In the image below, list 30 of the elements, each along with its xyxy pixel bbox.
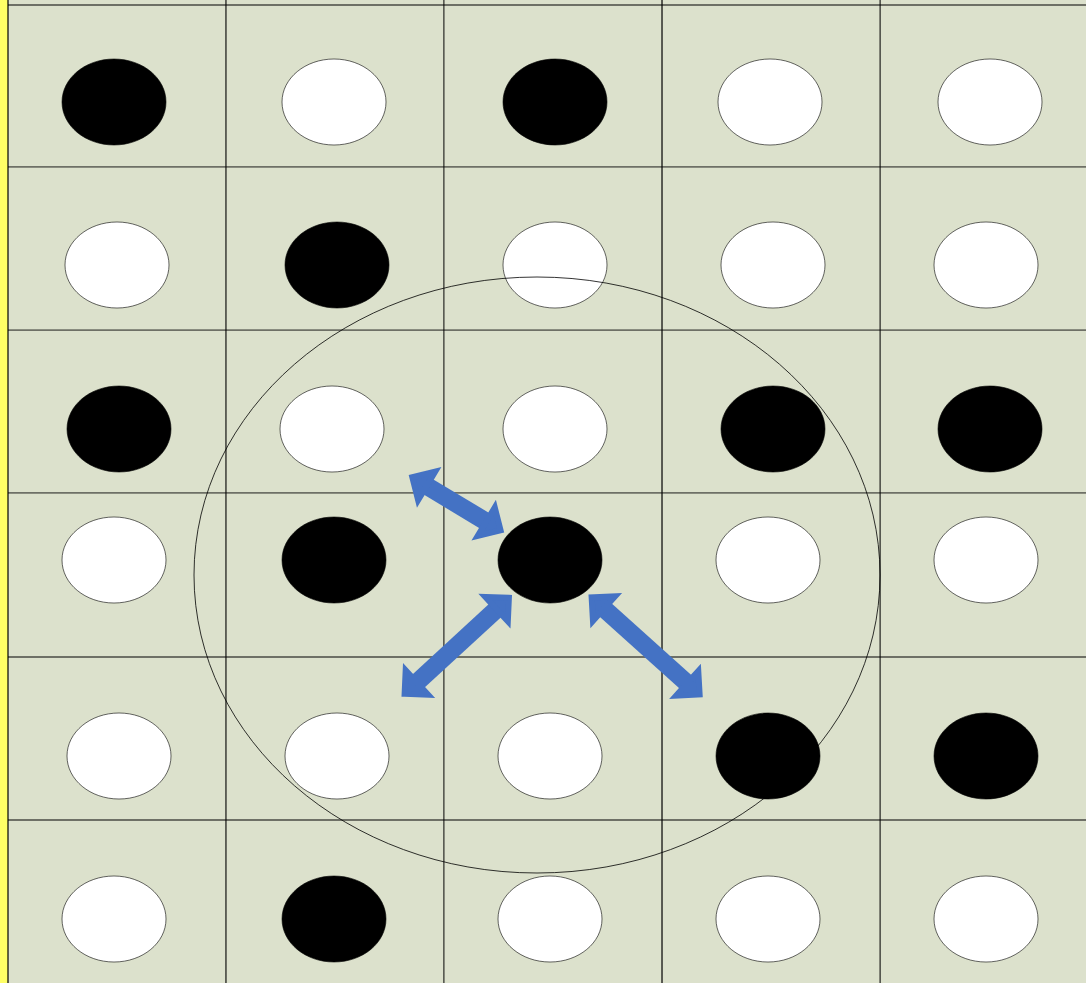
ellipse (61, 58, 167, 146)
ellipse (66, 712, 172, 800)
ellipse (933, 712, 1039, 800)
ellipse (715, 516, 821, 604)
ellipse (502, 58, 608, 146)
ellipse (61, 516, 167, 604)
ellipse (284, 221, 390, 309)
ellipse (66, 385, 172, 473)
ellipse (937, 385, 1043, 473)
ellipse (281, 875, 387, 963)
ellipse (933, 221, 1039, 309)
ellipse (284, 712, 390, 800)
ellipse (279, 385, 385, 473)
ellipse (933, 516, 1039, 604)
ellipse (720, 221, 826, 309)
ellipse (502, 385, 608, 473)
ellipse (64, 221, 170, 309)
ellipse (720, 385, 826, 473)
ellipse (715, 875, 821, 963)
ellipse (497, 875, 603, 963)
ellipse (61, 875, 167, 963)
ellipse (502, 221, 608, 309)
ellipse (281, 58, 387, 146)
ellipse (937, 58, 1043, 146)
ellipse (715, 712, 821, 800)
ellipse (497, 712, 603, 800)
ellipse (933, 875, 1039, 963)
ellipse (717, 58, 823, 146)
ellipse (281, 516, 387, 604)
ellipse (497, 516, 603, 604)
